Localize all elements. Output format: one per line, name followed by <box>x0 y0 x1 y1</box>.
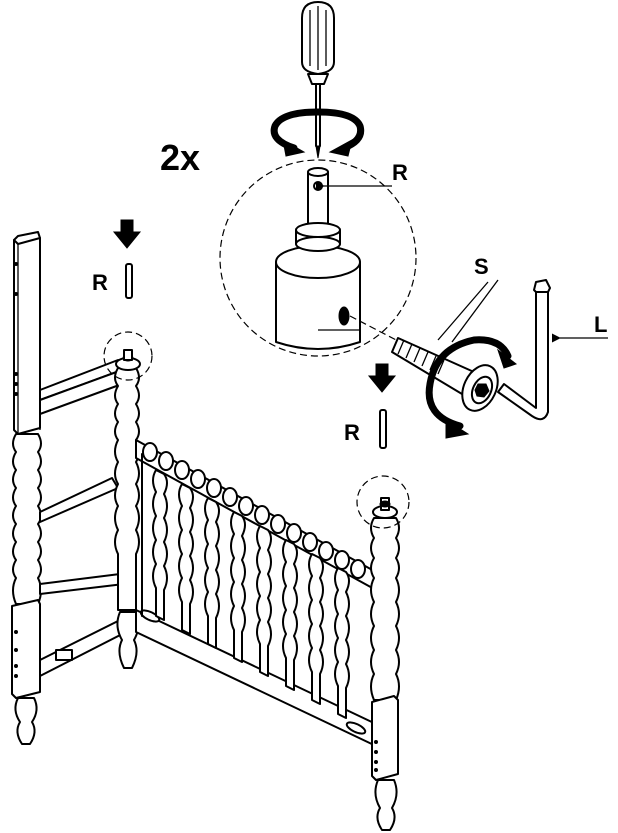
part-label-r-detail: R <box>392 160 408 185</box>
left-bed-post <box>11 231 42 745</box>
allen-key-icon <box>497 279 551 421</box>
part-label-l: L <box>594 312 607 337</box>
quantity-label: 2x <box>160 137 200 178</box>
part-label-r-right: R <box>344 420 360 445</box>
pin-r-right <box>367 363 397 449</box>
detail-magnifier <box>219 159 417 357</box>
right-bed-post <box>356 475 410 831</box>
rotation-arrow-icon <box>270 108 365 157</box>
screwdriver-icon <box>301 1 335 159</box>
pin-r-left <box>112 219 142 299</box>
part-label-r-left: R <box>92 270 108 295</box>
screw-rotation-arrow-icon <box>425 336 518 439</box>
part-label-s: S <box>474 254 489 279</box>
left-side-rails <box>39 359 131 677</box>
left-post-top <box>103 331 153 381</box>
headboard-panel <box>135 439 377 747</box>
